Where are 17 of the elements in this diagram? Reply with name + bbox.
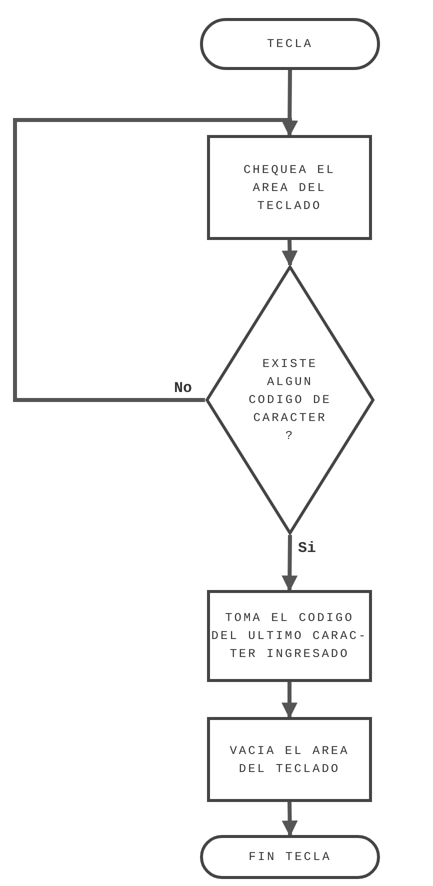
process-box xyxy=(207,135,372,240)
node-text: TOMA EL CODIGO DEL ULTIMO CARAC- TER INGRESADO xyxy=(210,610,369,663)
arrow xyxy=(282,534,298,592)
arrow xyxy=(282,682,298,719)
process-box xyxy=(207,590,372,682)
terminal-shape xyxy=(200,18,380,70)
arrow xyxy=(282,240,298,267)
arrow xyxy=(282,802,298,837)
terminal-shape xyxy=(200,835,380,879)
node-text: EXISTE ALGUN CODIGO DE CARACTER ? xyxy=(248,356,332,445)
node-text: FIN TECLA xyxy=(248,849,332,866)
node-text: CHEQUEA EL AREA DEL TECLADO xyxy=(242,162,336,214)
node-text: TECLA xyxy=(266,36,314,53)
process-box xyxy=(207,717,372,802)
node-text: VACIA EL AREA DEL TECLADO xyxy=(228,742,350,778)
decision-diamond xyxy=(205,265,375,535)
arrow xyxy=(13,118,298,402)
